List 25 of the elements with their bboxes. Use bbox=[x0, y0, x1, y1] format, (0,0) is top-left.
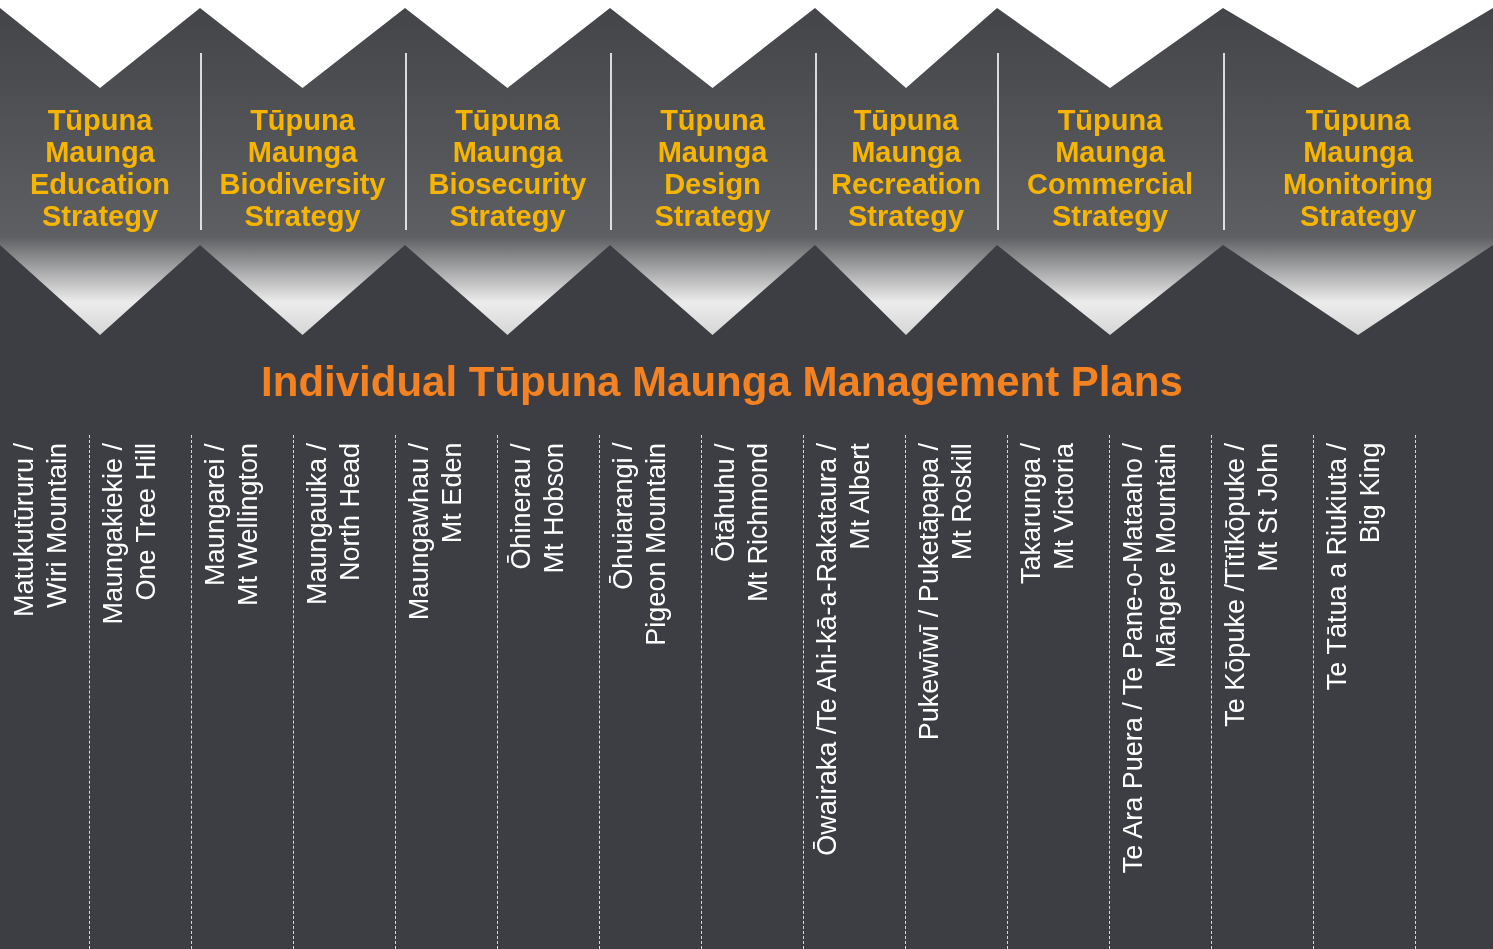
chevron-box bbox=[610, 8, 815, 335]
strategy-title: Tūpuna Maunga Monitoring Strategy bbox=[1283, 104, 1433, 232]
mountain-name: Takarunga / Mt Victoria bbox=[1015, 443, 1080, 585]
mountain-name: Maungarei / Mt Wellington bbox=[199, 443, 264, 607]
mountain-name: Te Ara Puera / Te Pane-o-Mataaho / Māngere Mountain bbox=[1117, 443, 1182, 874]
mountain-name: Te Tātua a Riukiuta / Big King bbox=[1321, 443, 1386, 691]
mountain-name: Matukutūruru / Wiri Mountain bbox=[8, 443, 73, 618]
strategy-title: Tūpuna Maunga Recreation Strategy bbox=[831, 104, 981, 232]
chevron-box bbox=[1223, 8, 1493, 335]
mountain-name: Te Kōpuke /Tītīkōpuke / Mt St John bbox=[1219, 443, 1284, 727]
mountain-name: Maungakiekie / One Tree Hill bbox=[97, 443, 162, 625]
plans-panel bbox=[0, 245, 1493, 949]
strategy-title: Tūpuna Maunga Education Strategy bbox=[29, 104, 171, 232]
strategy-title: Tūpuna Maunga Commercial Strategy bbox=[1027, 104, 1193, 232]
strategy-title: Tūpuna Maunga Design Strategy bbox=[654, 104, 771, 232]
panel-heading: Individual Tūpuna Maunga Management Plans bbox=[261, 357, 1183, 407]
mountain-name: Maungauika / North Head bbox=[301, 443, 366, 606]
mountain-name: Ōtāhuhu / Mt Richmond bbox=[709, 443, 774, 603]
mountain-name: Ōhuiarangi / Pigeon Mountain bbox=[607, 443, 672, 646]
mountain-name: Pukewīwī / Puketāpapa / Mt Roskill bbox=[913, 443, 978, 741]
strategy-title: Tūpuna Maunga Biodiversity Strategy bbox=[219, 104, 386, 232]
strategy-title: Tūpuna Maunga Biosecurity Strategy bbox=[428, 104, 587, 232]
mountain-name: Ōwairaka /Te Ahi-kā-a-Rakataura / Mt Albert bbox=[811, 443, 876, 856]
mountain-name: Maungawhau / Mt Eden bbox=[403, 443, 468, 621]
mountain-name: Ōhinerau / Mt Hobson bbox=[505, 443, 570, 574]
